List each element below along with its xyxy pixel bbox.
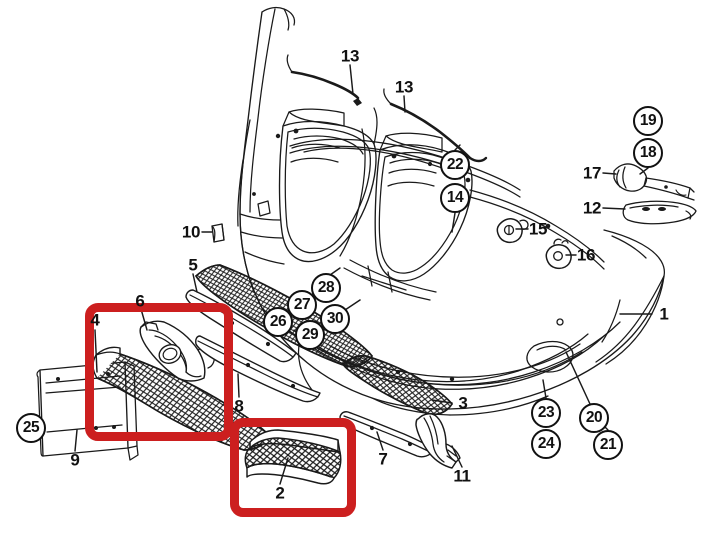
callout-21-circle-21[interactable]: 21 [593, 430, 623, 460]
callout-9-plain-8[interactable]: 9 [70, 450, 80, 470]
callout-13-plain-13[interactable]: 13 [394, 77, 414, 97]
callout-12-plain-11[interactable]: 12 [582, 198, 602, 218]
callout-29-circle-29[interactable]: 29 [295, 320, 325, 350]
callout-24-circle-24[interactable]: 24 [531, 429, 561, 459]
callout-4-plain-3[interactable]: 4 [90, 310, 100, 330]
callout-25-circle-25[interactable]: 25 [16, 413, 46, 443]
callout-3-plain-2[interactable]: 3 [458, 393, 468, 413]
callout-20-circle-20[interactable]: 20 [579, 403, 609, 433]
callout-13-plain-12[interactable]: 13 [340, 46, 360, 66]
callout-8-plain-7[interactable]: 8 [234, 396, 244, 416]
callout-27-circle-27[interactable]: 27 [287, 290, 317, 320]
callout-7-plain-6[interactable]: 7 [378, 449, 388, 469]
callout-14-circle-17[interactable]: 14 [440, 183, 470, 213]
callout-19-circle-19[interactable]: 19 [633, 106, 663, 136]
callout-16-plain-15[interactable]: 16 [576, 245, 596, 265]
callout-10-plain-9[interactable]: 10 [181, 222, 201, 242]
callout-6-plain-5[interactable]: 6 [135, 291, 145, 311]
callout-5-plain-4[interactable]: 5 [188, 255, 198, 275]
callout-23-circle-23[interactable]: 23 [531, 398, 561, 428]
callout-17-plain-16[interactable]: 17 [582, 163, 602, 183]
callout-22-circle-22[interactable]: 22 [440, 150, 470, 180]
callout-1-plain-0[interactable]: 1 [659, 304, 669, 324]
callout-15-plain-14[interactable]: 15 [528, 219, 548, 239]
callout-18-circle-18[interactable]: 18 [633, 138, 663, 168]
callout-2-plain-1[interactable]: 2 [275, 483, 285, 503]
callout-30-circle-30[interactable]: 30 [320, 304, 350, 334]
callout-28-circle-28[interactable]: 28 [311, 273, 341, 303]
callout-11-plain-10[interactable]: 11 [453, 466, 471, 486]
